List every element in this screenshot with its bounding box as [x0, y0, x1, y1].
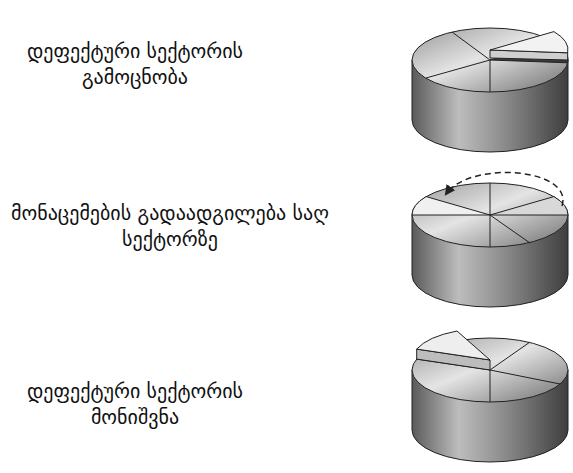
step-label: დეფექტური სექტორის გამოცნობა	[10, 38, 260, 90]
step-label: დეფექტური სექტორის მონიშვნა	[10, 378, 260, 430]
disk-3	[412, 331, 568, 462]
disk-1	[412, 28, 568, 152]
step-label: მონაცემების გადაადგილება საღ სექტორზე	[0, 200, 340, 252]
disk-2	[412, 183, 568, 307]
move-arrow	[446, 172, 563, 206]
